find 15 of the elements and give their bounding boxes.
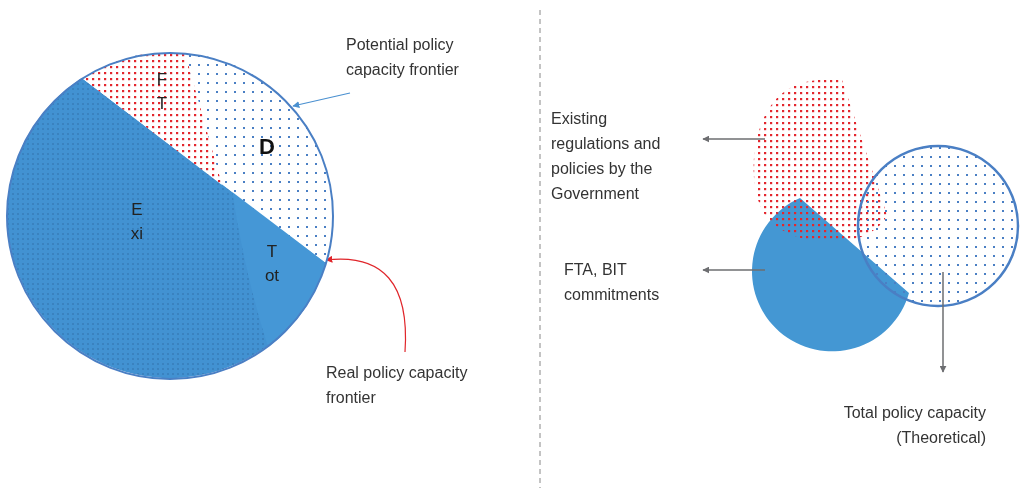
segment-label: D xyxy=(258,133,276,161)
callout-text: Total policy capacity (Theoretical) xyxy=(842,403,986,448)
arrow xyxy=(702,266,766,274)
segment-label: F T xyxy=(155,69,169,115)
segment-label: E xi xyxy=(129,199,145,245)
callout-text: Potential policy capacity frontier xyxy=(346,35,460,80)
segment-label: T ot xyxy=(263,241,281,287)
arrow xyxy=(702,135,766,143)
arrow xyxy=(292,92,351,108)
dotted-circle xyxy=(856,144,1020,308)
callout-text: FTA, BIT commitments xyxy=(564,260,661,305)
callout-text: Existing regulations and policies by the Government xyxy=(551,109,662,204)
arrow xyxy=(939,271,947,373)
arrow xyxy=(325,256,407,353)
callout-text: Real policy capacity frontier xyxy=(326,363,469,408)
